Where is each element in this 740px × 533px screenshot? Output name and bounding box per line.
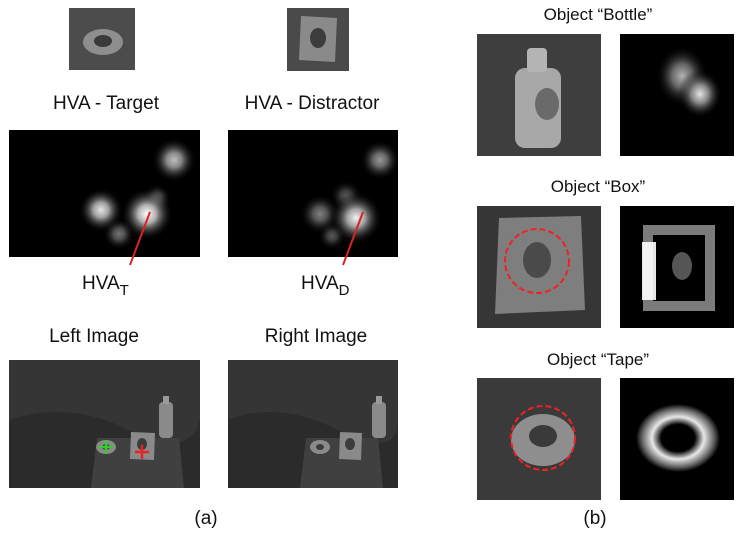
bottle-image <box>477 34 601 156</box>
hva-d-label: HVAD <box>301 273 350 299</box>
target-marker-icon <box>99 440 113 454</box>
hva-distractor-pointer-line <box>342 211 364 266</box>
panel-b-caption: (b) <box>583 508 607 529</box>
hva-d-main: HVA <box>301 273 339 294</box>
box-title: Object “Box” <box>550 177 646 196</box>
right-image <box>228 360 398 488</box>
tape-title: Object “Tape” <box>546 350 650 369</box>
box-image <box>477 206 601 328</box>
tape-image <box>477 378 601 500</box>
left-image-title: Left Image <box>49 326 139 347</box>
right-image-title: Right Image <box>264 326 368 347</box>
distractor-template-thumbnail <box>287 8 349 71</box>
hva-target-heatmap <box>9 130 200 257</box>
hva-target-pointer-line <box>129 211 151 266</box>
tape-roi-circle-icon <box>510 405 576 471</box>
bottle-saliency-map <box>620 34 734 156</box>
tape-saliency-map <box>620 378 734 500</box>
hva-t-label: HVAT <box>82 273 129 299</box>
box-roi-circle-icon <box>504 228 570 294</box>
hva-distractor-heatmap <box>228 130 398 257</box>
left-image <box>9 360 200 488</box>
hva-distractor-title: HVA - Distractor <box>244 93 380 114</box>
panel-a-caption: (a) <box>194 508 218 529</box>
box-saliency-map <box>620 206 734 328</box>
hva-t-subscript: T <box>119 282 129 299</box>
distractor-marker-icon <box>135 445 149 459</box>
target-template-thumbnail <box>69 8 135 70</box>
hva-target-title: HVA - Target <box>53 93 159 114</box>
hva-d-subscript: D <box>338 282 350 299</box>
hva-t-main: HVA <box>82 273 120 294</box>
bottle-title: Object “Bottle” <box>543 5 653 24</box>
